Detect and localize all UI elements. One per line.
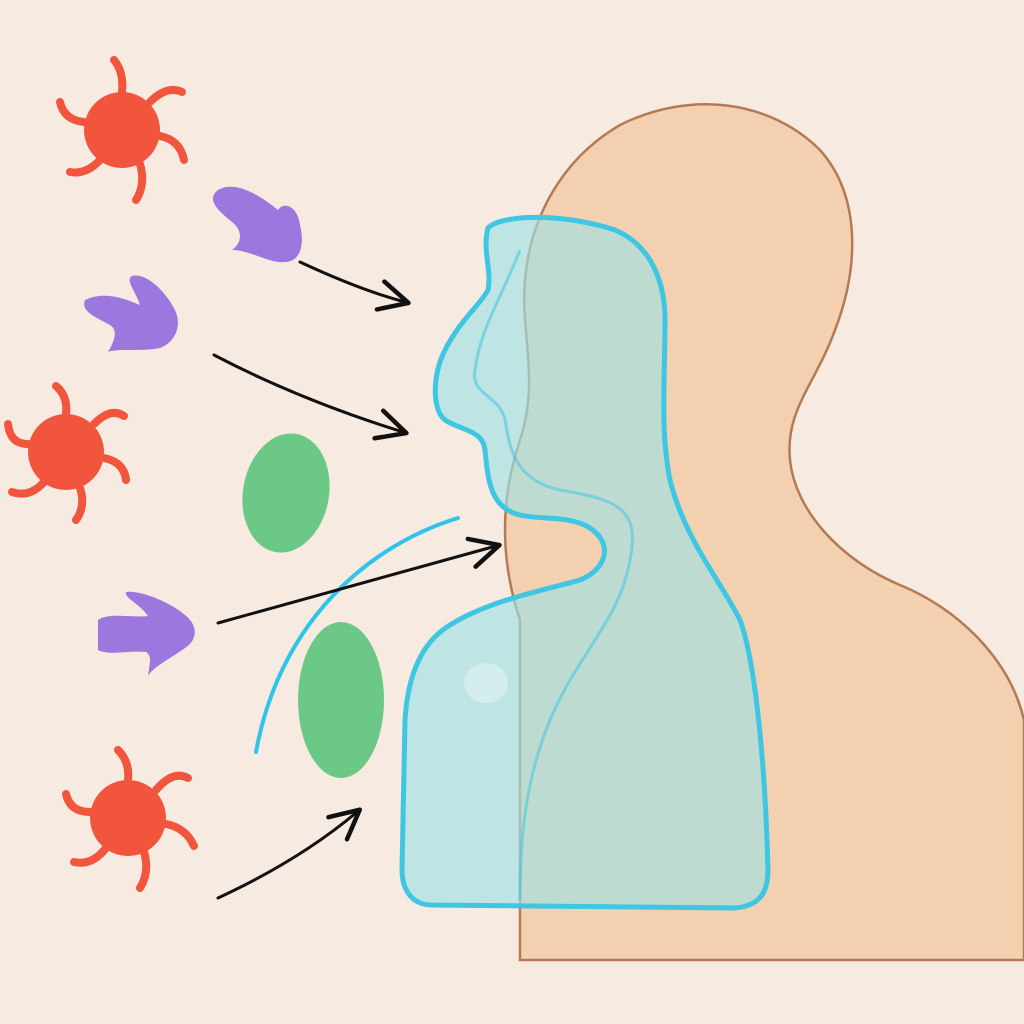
barrier-highlight [464,663,508,703]
bacterium-icon [98,591,195,676]
immune-cell-icon [298,622,384,778]
immune-cell-icon [242,433,330,553]
virus-icon [56,56,188,204]
virus-icon [4,382,130,524]
protective-barrier [399,214,771,911]
bacterium-icon [212,186,302,263]
bacterium-icon [84,275,178,352]
defense-arc [254,516,460,754]
airway-curve [473,249,634,901]
arrow-icon [216,536,502,625]
arrow-icon [298,260,411,312]
arrow-icon [216,807,363,900]
virus-icon [62,746,198,892]
arrow-icon [212,353,409,441]
